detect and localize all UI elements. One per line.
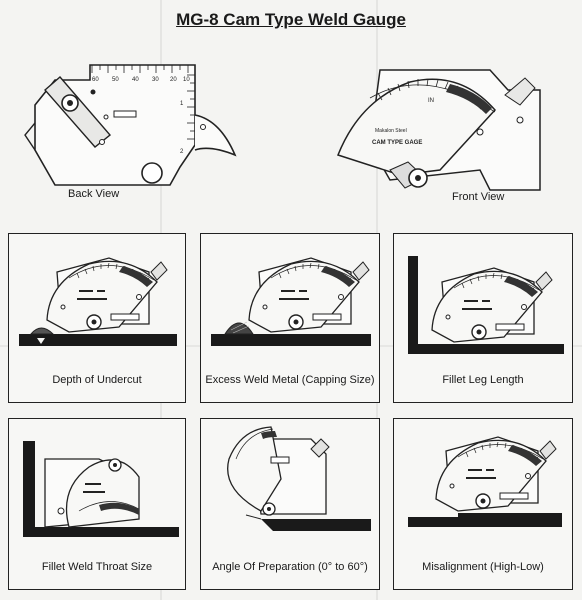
front-view-label: Front View <box>452 191 505 203</box>
panel-excess-weld-metal: Excess Weld Metal (Capping Size) <box>200 233 380 403</box>
undercut-diagram <box>19 257 177 346</box>
svg-text:50: 50 <box>112 77 119 83</box>
panel-fillet-weld-throat: Fillet Weld Throat Size <box>8 418 186 590</box>
panel-label: Angle Of Preparation (0° to 60°) <box>212 561 368 573</box>
panel-fillet-leg-length: Fillet Leg Length <box>393 233 573 403</box>
panel-label: Excess Weld Metal (Capping Size) <box>205 374 375 386</box>
fillet-leg-diagram <box>408 256 564 354</box>
page-title: MG-8 Cam Type Weld Gauge <box>176 10 406 29</box>
svg-text:1: 1 <box>180 101 184 107</box>
back-view-label: Back View <box>68 188 120 200</box>
panel-label: Fillet Leg Length <box>442 374 524 386</box>
angle-prep-diagram <box>227 426 371 531</box>
svg-text:IN: IN <box>428 98 434 104</box>
svg-text:30: 30 <box>152 77 159 83</box>
svg-text:Makalon Steel: Makalon Steel <box>375 128 407 134</box>
svg-text:CAM TYPE GAGE: CAM TYPE GAGE <box>372 140 422 146</box>
misalignment-diagram <box>408 436 562 527</box>
panel-misalignment: Misalignment (High-Low) <box>393 418 573 590</box>
excess-weld-diagram <box>211 257 371 346</box>
fillet-throat-diagram <box>23 441 179 537</box>
panel-label: Fillet Weld Throat Size <box>41 561 153 573</box>
svg-text:10: 10 <box>183 77 190 83</box>
back-view-drawing: 60 50 40 30 20 10 1 2 <box>24 64 237 186</box>
panel-angle-of-preparation: Angle Of Preparation (0° to 60°) <box>200 418 380 590</box>
svg-text:40: 40 <box>132 77 139 83</box>
front-view-drawing: IN Makalon Steel CAM TYPE GAGE <box>337 69 541 191</box>
panel-label: Misalignment (High-Low) <box>422 561 544 573</box>
svg-text:60: 60 <box>92 77 99 83</box>
svg-text:2: 2 <box>180 149 184 155</box>
panel-depth-of-undercut: Depth of Undercut <box>8 233 186 403</box>
svg-text:20: 20 <box>170 77 177 83</box>
panel-label: Depth of Undercut <box>52 374 142 386</box>
